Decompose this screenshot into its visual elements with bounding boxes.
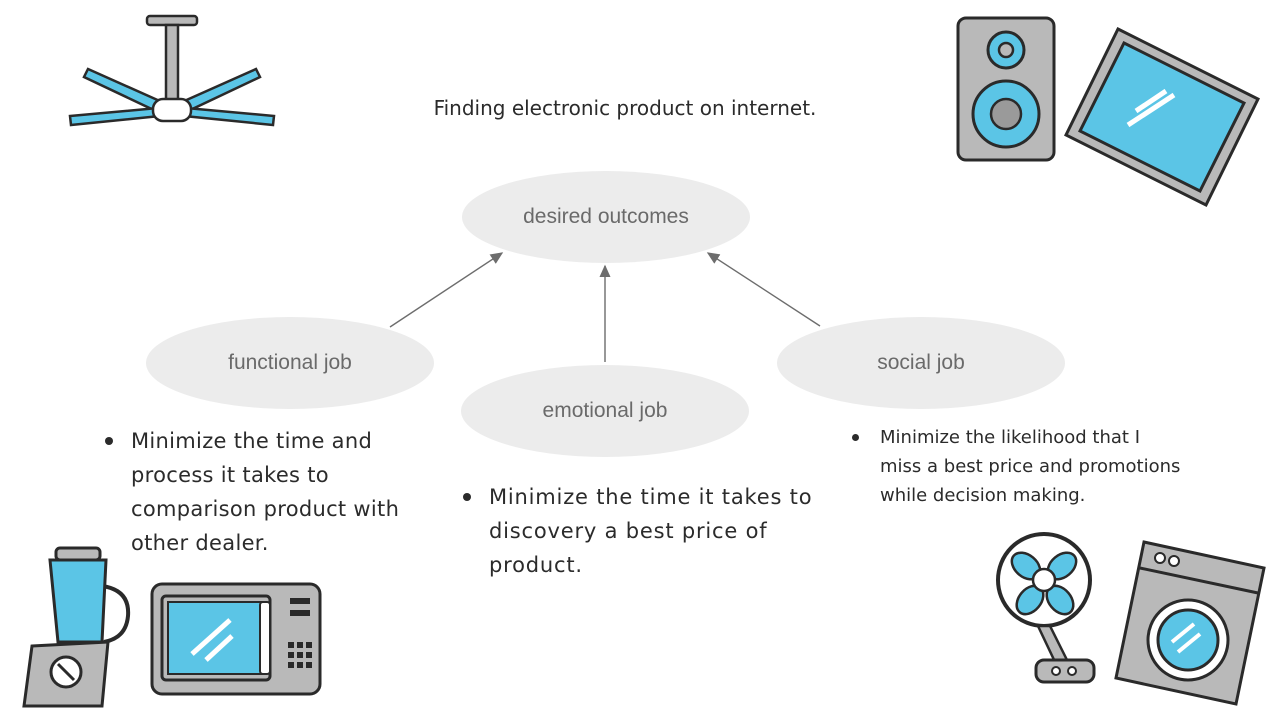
- functional-bullet-list: Minimize the time and process it takes t…: [105, 424, 435, 560]
- node-functional-label: functional job: [228, 351, 352, 374]
- blender-icon: [22, 546, 131, 708]
- node-social-job: social job: [777, 317, 1065, 409]
- social-bullet-list: Minimize the likelihood that I miss a be…: [852, 423, 1182, 510]
- ceiling-fan-icon: [68, 14, 276, 127]
- node-emotional-job: emotional job: [461, 365, 749, 457]
- arrow-functional-to-desired: [389, 252, 504, 328]
- microwave-icon: [150, 582, 322, 696]
- node-emotional-label: emotional job: [542, 399, 668, 422]
- desk-fan-icon: [996, 532, 1096, 684]
- speaker-icon: [956, 16, 1056, 162]
- emotional-bullet-item: Minimize the time it takes to discovery …: [463, 480, 813, 582]
- emotional-bullet-list: Minimize the time it takes to discovery …: [463, 480, 813, 582]
- node-functional-job: functional job: [146, 317, 434, 409]
- node-desired-outcomes: desired outcomes: [462, 171, 750, 263]
- arrow-social-to-desired: [706, 252, 821, 327]
- functional-bullet-item: Minimize the time and process it takes t…: [105, 424, 435, 560]
- node-social-label: social job: [877, 351, 965, 374]
- social-bullet-item: Minimize the likelihood that I miss a be…: [852, 423, 1182, 510]
- television-icon: [1063, 26, 1261, 208]
- diagram-title: Finding electronic product on internet.: [433, 96, 817, 120]
- washing-machine-icon: [1114, 540, 1266, 706]
- node-desired-label: desired outcomes: [523, 205, 689, 228]
